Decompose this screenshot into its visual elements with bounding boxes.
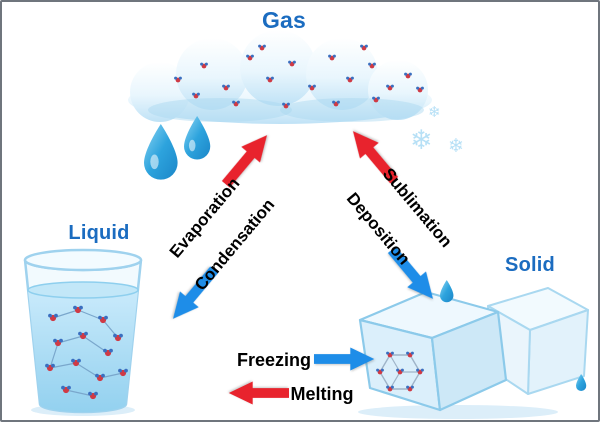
snowflakes-group: ❄ ❄ ❄ [408, 105, 480, 181]
melting-label: Melting [290, 384, 354, 404]
freezing-arrow [314, 347, 375, 371]
ice-cube-front [358, 290, 508, 412]
solid-label: Solid [505, 254, 555, 276]
droplet-left-icon [144, 124, 178, 180]
snowflake-icon: ❄ [410, 125, 433, 155]
water-droplets-illustration [144, 116, 211, 180]
liquid-molecules [45, 305, 128, 400]
gas-label: Gas [261, 7, 307, 33]
snowflake-icon: ❄ [428, 104, 441, 121]
ice-crystal-lattice [376, 351, 424, 392]
snowflake-icon: ❄ [448, 136, 464, 157]
water-in-glass [27, 281, 139, 412]
cloud-shape [128, 30, 432, 124]
ice-shadow [358, 405, 558, 419]
droplet-right-icon [184, 116, 211, 160]
liquid-glass-illustration [23, 248, 143, 416]
liquid-label: Liquid [68, 222, 130, 244]
gas-cloud-illustration [128, 30, 432, 124]
ice-cubes-illustration [358, 280, 589, 419]
freezing-label: Freezing [236, 350, 311, 370]
condensation-label: Condensation [190, 195, 279, 295]
